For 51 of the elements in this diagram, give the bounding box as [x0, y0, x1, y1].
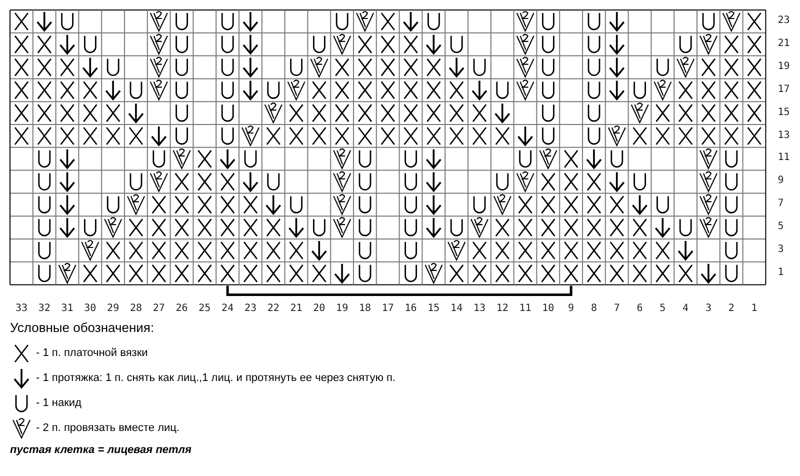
column-number: 25 [198, 302, 211, 314]
column-number: 11 [519, 302, 532, 314]
column-number: 13 [473, 302, 486, 314]
legend-text: - 1 протяжка: 1 п. снять как лиц.,1 лиц. и протянуть ее через снятую п. [36, 372, 396, 384]
column-number: 32 [38, 302, 50, 314]
row-number: 21 [778, 38, 790, 49]
row-number: 1 [778, 266, 784, 278]
legend-text: - 2 п. провязать вместе лиц. [36, 422, 180, 434]
row-number: 5 [778, 221, 784, 232]
column-number: 12 [496, 302, 508, 314]
row-number: 13 [778, 130, 790, 140]
column-number: 16 [404, 302, 417, 314]
row-number: 9 [778, 175, 784, 186]
row-number: 23 [778, 15, 790, 26]
column-number: 10 [542, 302, 554, 314]
column-number: 23 [244, 302, 256, 314]
note: пустая клетка = лицевая петля [10, 444, 192, 456]
column-number: 14 [450, 302, 463, 314]
legend-text: - 1 накид [36, 397, 82, 409]
column-number: 30 [84, 302, 96, 314]
row-number: 7 [778, 198, 784, 210]
row-number: 3 [778, 244, 784, 255]
column-number: 15 [428, 302, 440, 314]
column-number: 18 [358, 302, 371, 314]
legend-heading: Условные обозначения: [10, 320, 154, 335]
legend-text: - 1 п. платочной вязки [36, 347, 148, 359]
column-number: 27 [152, 302, 165, 314]
column-number: 1 [751, 302, 758, 314]
column-number: 22 [267, 302, 280, 314]
column-number: 33 [15, 302, 28, 314]
row-number: 15 [778, 106, 790, 118]
column-number: 2 [728, 302, 734, 314]
column-number: 3 [705, 302, 712, 314]
column-number: 6 [636, 302, 643, 314]
column-number: 19 [336, 302, 348, 314]
column-number: 21 [290, 302, 302, 314]
row-number: 17 [778, 84, 790, 95]
column-number: 4 [682, 302, 689, 314]
column-number: 26 [176, 302, 188, 314]
column-number: 8 [590, 302, 597, 314]
column-number: 7 [614, 302, 620, 314]
row-number: 11 [778, 152, 790, 164]
column-number: 28 [130, 302, 142, 314]
column-number: 17 [382, 302, 394, 314]
column-number: 5 [660, 302, 666, 314]
column-number: 9 [568, 302, 574, 314]
column-number: 31 [61, 302, 74, 314]
row-number: 19 [778, 60, 790, 72]
column-number: 24 [222, 302, 234, 314]
column-number: 20 [313, 302, 326, 314]
column-number: 29 [107, 302, 120, 314]
